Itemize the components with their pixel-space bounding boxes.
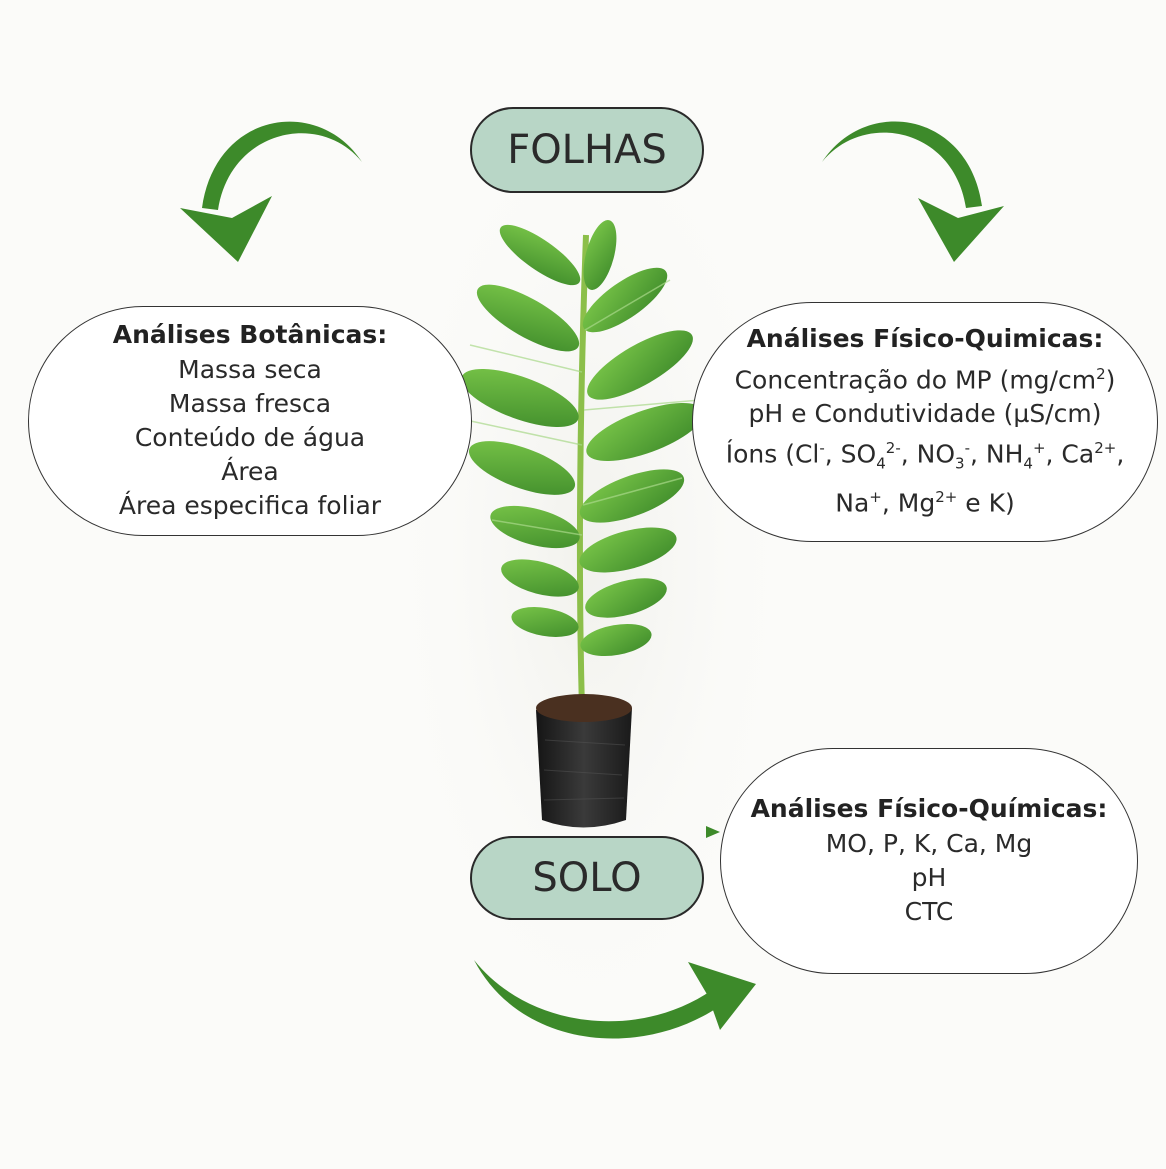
soil-physchem-item: MO, P, K, Ca, Mg bbox=[825, 828, 1033, 858]
botanical-item: Área bbox=[221, 456, 279, 486]
leaf-physchem-item: pH e Condutividade (µS/cm) bbox=[748, 398, 1102, 428]
pointer-icon bbox=[706, 826, 720, 838]
soil-physchem-title: Análises Físico-Químicas: bbox=[750, 793, 1108, 823]
leaf-physchem-item: Concentração do MP (mg/cm2) bbox=[734, 364, 1116, 394]
botanical-item: Massa seca bbox=[178, 354, 322, 384]
leaf-physchem-analyses-box: Análises Físico-Quimicas: Concentração d… bbox=[692, 302, 1158, 542]
botanical-item: Área especifica foliar bbox=[118, 490, 382, 520]
botanical-item: Massa fresca bbox=[168, 388, 332, 418]
leaf-physchem-item: Na+, Mg2+ e K) bbox=[835, 488, 1015, 518]
solo-label: SOLO bbox=[470, 836, 704, 920]
leaf-physchem-title: Análises Físico-Quimicas: bbox=[746, 323, 1104, 353]
folhas-text: FOLHAS bbox=[507, 127, 667, 173]
curved-arrow-right-icon bbox=[822, 121, 1004, 262]
botanical-item: Conteúdo de água bbox=[134, 422, 366, 452]
soil-physchem-item: pH bbox=[911, 862, 947, 892]
curved-arrow-bottom-icon bbox=[474, 960, 756, 1039]
botanical-analyses-box: Análises Botânicas: Massa seca Massa fre… bbox=[28, 306, 472, 536]
curved-arrow-left-icon bbox=[180, 121, 362, 262]
solo-text: SOLO bbox=[532, 855, 642, 901]
soil-physchem-analyses-box: Análises Físico-Químicas: MO, P, K, Ca, … bbox=[720, 748, 1138, 974]
folhas-label: FOLHAS bbox=[470, 107, 704, 193]
soil-physchem-item: CTC bbox=[904, 896, 954, 926]
leaf-physchem-item: Íons (Cl-, SO42-, NO3-, NH4+, Ca2+, bbox=[725, 438, 1125, 473]
botanical-title: Análises Botânicas: bbox=[112, 319, 388, 349]
